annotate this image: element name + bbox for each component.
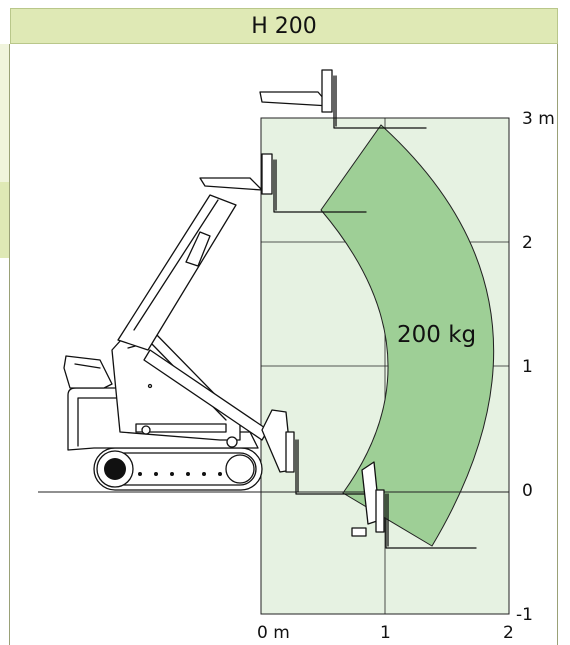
load-area-label: 200 kg	[397, 322, 476, 348]
frame-right-border	[557, 44, 558, 645]
load-area	[320, 124, 495, 547]
y-tick-label: 0	[522, 481, 533, 501]
frame-left-border	[9, 44, 10, 645]
y-tick-label: 1	[522, 357, 533, 377]
machine-illustration	[63, 69, 477, 549]
x-tick-label: 1	[380, 623, 391, 643]
y-tick-label: 2	[522, 233, 533, 253]
diagram-title: H 200	[10, 8, 558, 44]
side-tab-upper	[0, 44, 10, 182]
x-tick-label: 0 m	[257, 623, 290, 643]
y-tick-label: 3 m	[522, 109, 555, 129]
y-tick-label: -1	[516, 605, 533, 625]
side-tab-lower	[0, 182, 10, 258]
x-tick-label: 2	[503, 623, 514, 643]
